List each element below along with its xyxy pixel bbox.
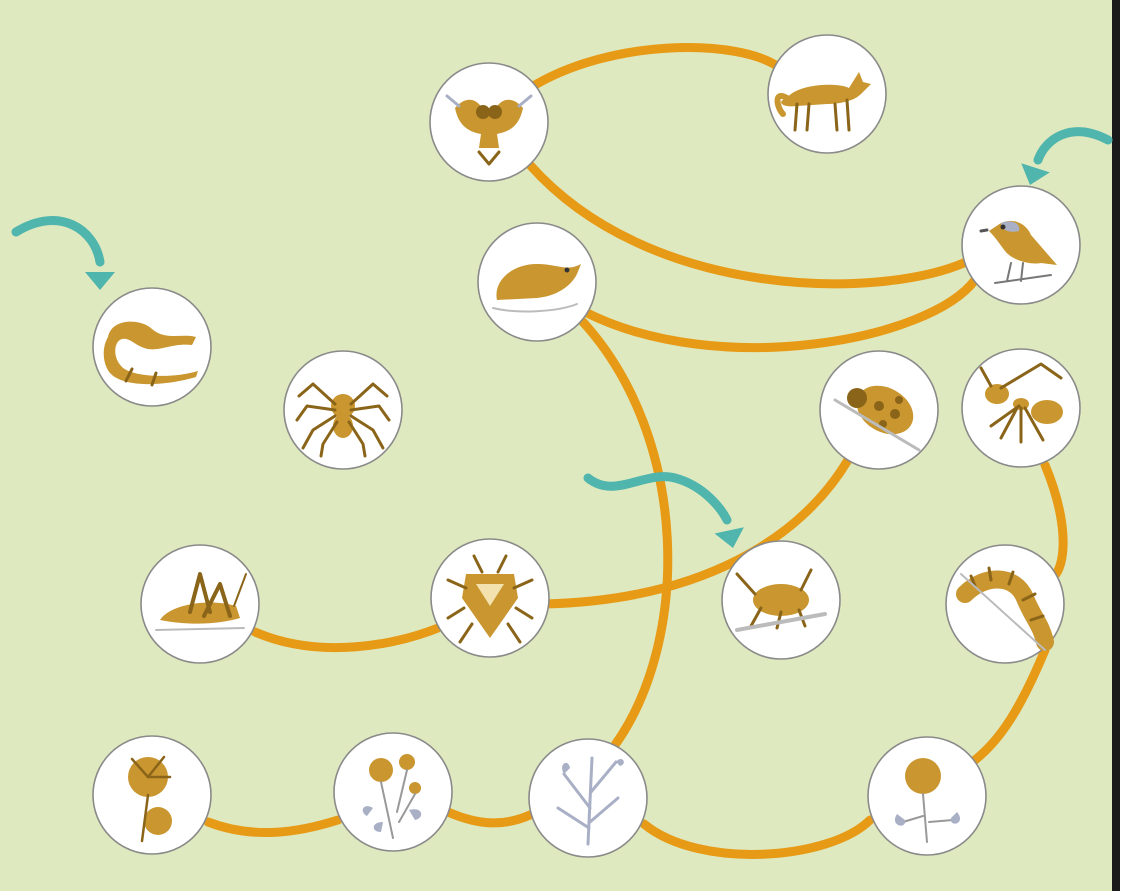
node-stink-bug	[431, 539, 549, 657]
node-spider	[284, 351, 402, 469]
node-grass	[529, 739, 647, 857]
node-owl	[430, 63, 548, 181]
node-shrew	[478, 223, 596, 341]
node-aphid	[722, 541, 840, 659]
node-thistle	[93, 736, 211, 854]
node-grasshopper	[141, 545, 259, 663]
node-wildflower	[334, 733, 452, 851]
node-caterpillar	[946, 545, 1064, 663]
node-ladybug	[820, 351, 938, 469]
right-border	[1112, 0, 1120, 891]
node-songbird	[962, 186, 1080, 304]
node-fox	[768, 35, 886, 153]
node-clover	[868, 737, 986, 855]
node-lizard	[93, 288, 211, 406]
node-ant	[962, 349, 1080, 467]
